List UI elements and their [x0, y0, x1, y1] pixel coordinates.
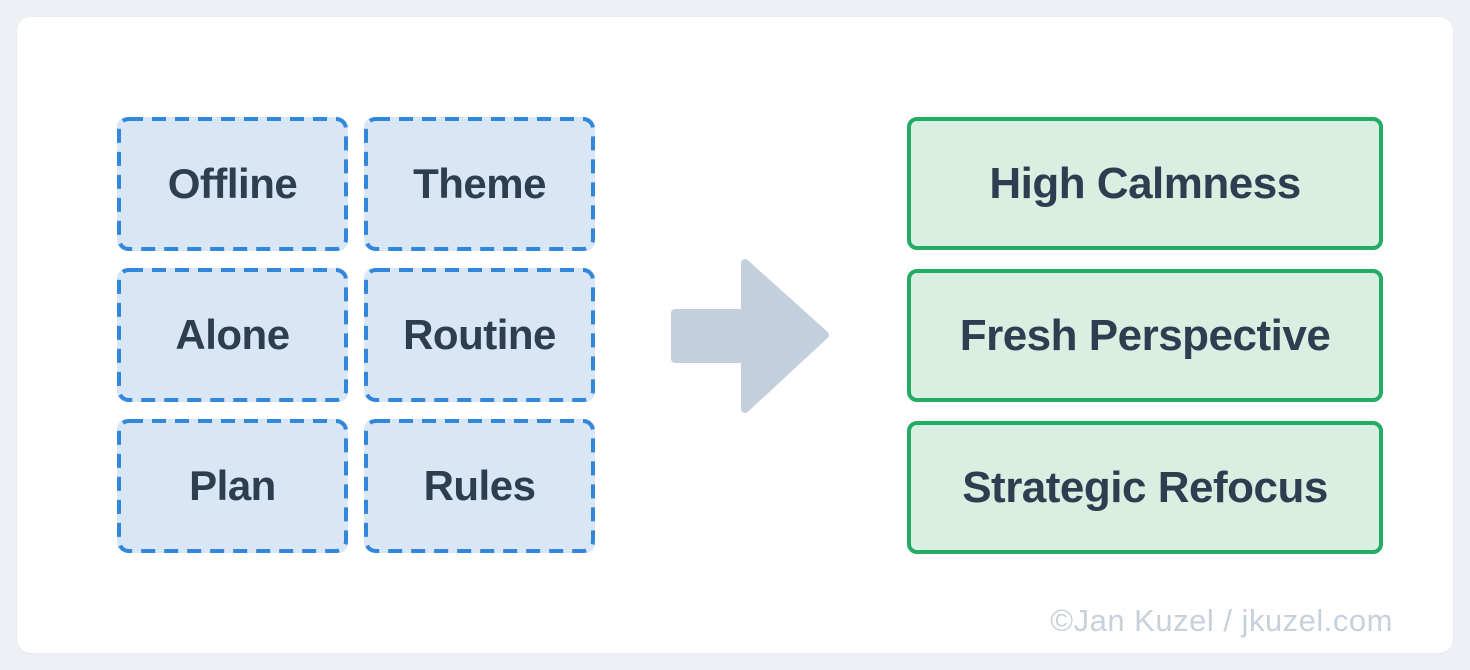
output-boxes-column: High Calmness Fresh Perspective Strategi…: [907, 117, 1383, 554]
input-box-label: Alone: [175, 311, 290, 358]
input-box-label: Routine: [403, 311, 556, 358]
input-box-alone: Alone: [117, 268, 348, 402]
input-box-offline: Offline: [117, 117, 348, 251]
input-box-routine: Routine: [364, 268, 595, 402]
output-box-strategic-refocus: Strategic Refocus: [907, 421, 1383, 554]
input-box-plan: Plan: [117, 419, 348, 553]
watermark-credit: ©Jan Kuzel / jkuzel.com: [1050, 603, 1393, 638]
input-boxes-grid: Offline Theme Alone Routine Plan Rules: [117, 117, 595, 553]
arrow-right-icon: [670, 255, 832, 417]
diagram-card: Offline Theme Alone Routine Plan Rules: [17, 17, 1453, 653]
input-box-label: Theme: [413, 160, 546, 207]
output-box-high-calmness: High Calmness: [907, 117, 1383, 250]
output-box-fresh-perspective: Fresh Perspective: [907, 269, 1383, 402]
input-box-label: Rules: [423, 462, 536, 509]
input-box-label: Plan: [189, 462, 276, 509]
output-box-label: High Calmness: [989, 158, 1301, 208]
input-box-rules: Rules: [364, 419, 595, 553]
input-box-theme: Theme: [364, 117, 595, 251]
output-box-label: Strategic Refocus: [962, 462, 1328, 512]
output-box-label: Fresh Perspective: [959, 310, 1331, 360]
input-box-label: Offline: [167, 160, 298, 207]
